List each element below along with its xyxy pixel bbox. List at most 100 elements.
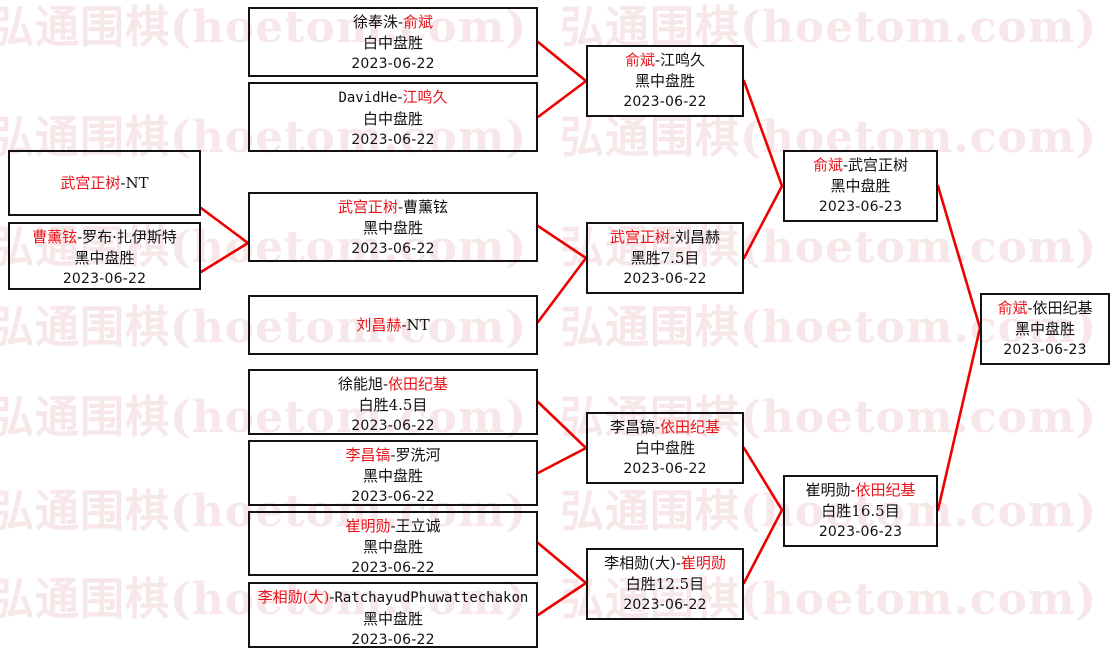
match-date: 2023-06-22	[623, 94, 707, 110]
match-box-final[interactable]: 俞斌-依田纪基 黑中盘胜 2023-06-23	[980, 293, 1110, 365]
match-players: 崔明勋-王立诚	[345, 517, 441, 535]
watermark-text: 弘通围棋(hoetom.com)	[560, 2, 1098, 53]
match-players: 李昌镐-罗洗河	[345, 446, 441, 464]
player-right: 俞斌	[403, 13, 434, 31]
match-players: 崔明勋-依田纪基	[805, 481, 916, 499]
player-left: 俞斌	[997, 299, 1028, 317]
match-result: 白中盘胜	[634, 439, 695, 457]
match-result: 黑中盘胜	[634, 72, 695, 90]
match-result: 黑胜7.5目	[630, 249, 700, 267]
player-right: 王立诚	[395, 517, 441, 535]
match-players: 曹薰铉-罗布·扎伊斯特	[32, 228, 177, 246]
connector-r1m8-r2m3	[536, 446, 588, 475]
match-players: 徐奉洙-俞斌	[352, 13, 434, 31]
match-players: DavidHe-江鸣久	[338, 88, 448, 106]
match-players: 俞斌-依田纪基	[997, 299, 1093, 317]
player-right: RatchayudPhuwattechakon	[334, 590, 529, 606]
match-date: 2023-06-23	[1003, 342, 1087, 358]
match-result: 白中盘胜	[362, 110, 423, 128]
match-date: 2023-06-22	[351, 489, 435, 505]
match-box-sf2[interactable]: 崔明勋-依田纪基 白胜16.5目 2023-06-23	[783, 475, 938, 547]
match-result: 黑中盘胜	[1014, 320, 1075, 338]
player-right: 罗洗河	[395, 446, 441, 464]
match-box-r1m9[interactable]: 崔明勋-王立诚 黑中盘胜 2023-06-22	[248, 511, 538, 576]
player-right: 依田纪基	[1032, 299, 1093, 317]
player-left: 崔明勋	[805, 481, 851, 499]
match-players: 武宫正树-曹薰铉	[337, 198, 449, 216]
player-right: 罗布·扎伊斯特	[82, 228, 177, 246]
connector-r1m3-r1m5	[199, 206, 250, 245]
match-players: 武宫正树-NT	[60, 173, 149, 192]
match-result: 白胜4.5目	[358, 396, 428, 414]
connector-r1m7-r2m3	[536, 400, 588, 450]
match-date: 2023-06-22	[351, 632, 435, 648]
player-left: 俞斌	[812, 156, 843, 174]
match-date: 2023-06-22	[351, 560, 435, 576]
connector-r1m10-r2m4	[536, 581, 588, 617]
player-right: NT	[406, 315, 430, 334]
player-left: 徐奉洙	[352, 13, 398, 31]
match-box-r1m7[interactable]: 徐能旭-依田纪基 白胜4.5目 2023-06-22	[248, 369, 538, 435]
match-result: 黑中盘胜	[362, 467, 423, 485]
match-box-r1m8[interactable]: 李昌镐-罗洗河 黑中盘胜 2023-06-22	[248, 440, 538, 506]
match-box-r1m2[interactable]: DavidHe-江鸣久 白中盘胜 2023-06-22	[248, 82, 538, 152]
match-box-r1m10[interactable]: 李相勋(大)-RatchayudPhuwattechakon 黑中盘胜 2023…	[248, 582, 538, 648]
player-left: 徐能旭	[337, 375, 383, 393]
player-left: 李相勋(大)	[604, 554, 676, 572]
player-left: 曹薰铉	[32, 228, 78, 246]
match-players: 李昌镐-依田纪基	[609, 418, 721, 436]
match-result: 黑中盘胜	[362, 610, 423, 628]
player-right: 刘昌赫	[675, 228, 721, 246]
match-players: 俞斌-武宫正树	[812, 156, 909, 174]
match-date: 2023-06-23	[818, 199, 903, 215]
match-date: 2023-06-22	[623, 271, 707, 287]
connector-sf2-final	[936, 326, 982, 512]
player-left: 李昌镐	[609, 418, 655, 436]
connector-r1m9-r2m4	[536, 541, 588, 585]
match-box-r1m6[interactable]: 刘昌赫-NT	[248, 295, 538, 355]
match-result: 黑中盘胜	[362, 219, 423, 237]
player-left: 刘昌赫	[356, 315, 402, 334]
player-right: 依田纪基	[660, 418, 721, 436]
match-date: 2023-06-23	[818, 524, 903, 540]
connector-r2m3-sf2	[742, 446, 784, 512]
match-result: 白胜16.5目	[821, 502, 900, 520]
match-players: 徐能旭-依田纪基	[337, 375, 449, 393]
player-right: 曹薰铉	[403, 198, 449, 216]
match-date: 2023-06-22	[351, 418, 435, 434]
player-right: 崔明勋	[680, 554, 726, 572]
match-box-r2m4[interactable]: 李相勋(大)-崔明勋 白胜12.5目 2023-06-22	[586, 548, 744, 620]
match-date: 2023-06-22	[351, 241, 435, 257]
match-box-r1m4[interactable]: 曹薰铉-罗布·扎伊斯特 黑中盘胜 2023-06-22	[8, 222, 201, 290]
player-right: 江鸣久	[402, 88, 448, 106]
connector-sf1-final	[936, 184, 982, 330]
player-left: 武宫正树	[337, 198, 398, 216]
match-box-r1m1[interactable]: 徐奉洙-俞斌 白中盘胜 2023-06-22	[248, 7, 538, 77]
match-box-r1m3[interactable]: 武宫正树-NT	[8, 150, 201, 216]
connector-r1m2-r2m1	[536, 79, 588, 119]
player-left: 李昌镐	[345, 446, 391, 464]
match-box-r2m1[interactable]: 俞斌-江鸣久 黑中盘胜 2023-06-22	[586, 45, 744, 117]
connector-r2m4-sf2	[742, 508, 784, 585]
match-box-sf1[interactable]: 俞斌-武宫正树 黑中盘胜 2023-06-23	[783, 150, 938, 222]
match-box-r1m5[interactable]: 武宫正树-曹薰铉 黑中盘胜 2023-06-22	[248, 192, 538, 262]
connector-r1m6-r2m2	[536, 256, 588, 324]
player-left: 俞斌	[624, 51, 655, 69]
player-right: 江鸣久	[660, 51, 706, 69]
player-right: NT	[125, 173, 149, 192]
match-players: 刘昌赫-NT	[356, 315, 430, 334]
match-date: 2023-06-22	[351, 56, 435, 72]
match-result: 白胜12.5目	[625, 575, 705, 593]
player-left: 李相勋(大)	[257, 588, 330, 606]
match-box-r2m2[interactable]: 武宫正树-刘昌赫 黑胜7.5目 2023-06-22	[586, 222, 744, 294]
match-date: 2023-06-22	[351, 132, 435, 148]
player-left: 武宫正树	[609, 228, 670, 246]
match-date: 2023-06-22	[623, 461, 707, 477]
connector-r2m2-sf1	[742, 184, 784, 260]
player-left: 武宫正树	[60, 173, 121, 192]
match-result: 黑中盘胜	[830, 177, 891, 195]
match-box-r2m3[interactable]: 李昌镐-依田纪基 白中盘胜 2023-06-22	[586, 412, 744, 484]
match-result: 黑中盘胜	[362, 538, 423, 556]
